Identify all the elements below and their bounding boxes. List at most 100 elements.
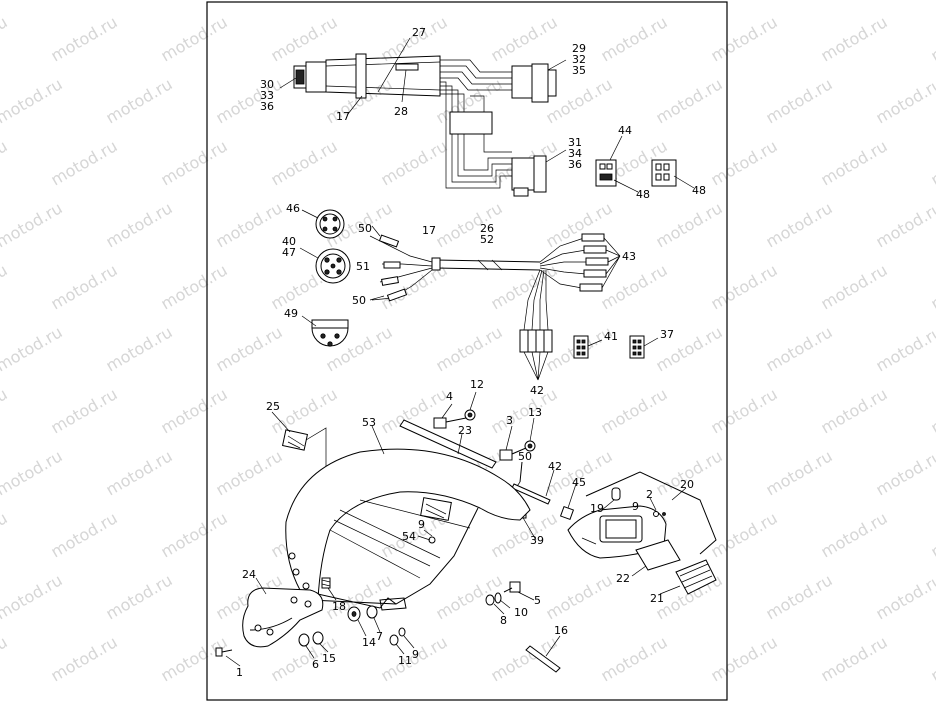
- callout-35: 35: [572, 64, 586, 77]
- callout-4: 4: [446, 390, 453, 403]
- terminal-block-37: [629, 335, 659, 359]
- watermark-text: motod.ru: [598, 384, 671, 437]
- callout-41: 41: [604, 330, 618, 343]
- watermark-text: motod.ru: [928, 12, 936, 65]
- watermark-text: motod.ru: [763, 0, 836, 3]
- watermark-layer: motod.ru motod.ru motod.ru motod.ru motod.ru…: [0, 0, 936, 685]
- watermark-text: motod.ru: [433, 322, 506, 375]
- bolt-3: [499, 425, 527, 461]
- watermark-text: motod.ru: [103, 322, 176, 375]
- nut-6: [298, 633, 315, 659]
- watermark-text: motod.ru: [103, 198, 176, 251]
- callout-10: 10: [514, 606, 528, 619]
- callout-50b: 50: [352, 294, 366, 307]
- washer-9c: [398, 627, 415, 649]
- lamp-19: [601, 487, 621, 511]
- watermark-text: motod.ru: [158, 12, 231, 65]
- callout-21: 21: [650, 592, 664, 605]
- callout-48a: 48: [636, 188, 650, 201]
- watermark-text: motod.ru: [873, 74, 936, 127]
- callout-28: 28: [394, 105, 408, 118]
- watermark-text: motod.ru: [818, 508, 891, 561]
- sub-harness: [369, 225, 621, 381]
- callout-54: 54: [402, 530, 416, 543]
- watermark-text: motod.ru: [0, 198, 66, 251]
- watermark-text: motod.ru: [543, 570, 616, 623]
- watermark-text: motod.ru: [48, 12, 121, 65]
- watermark-text: motod.ru: [0, 260, 11, 313]
- watermark-text: motod.ru: [213, 446, 286, 499]
- callout-39: 39: [530, 534, 544, 547]
- callout-16: 16: [554, 624, 568, 637]
- round-connector-49: [301, 315, 349, 347]
- callout-24: 24: [242, 568, 256, 581]
- watermark-text: motod.ru: [158, 136, 231, 189]
- callout-50c: 50: [518, 450, 532, 463]
- callout-48b: 48: [692, 184, 706, 197]
- callout-29: 29: [572, 42, 586, 55]
- bolt-4: [433, 403, 467, 429]
- callout-labels: 27 29 32 35 30 33 36 17 28 31 34 36 44 4…: [236, 26, 706, 679]
- watermark-text: motod.ru: [488, 632, 561, 685]
- nut-12: [464, 391, 477, 421]
- watermark-text: motod.ru: [268, 136, 341, 189]
- callout-20: 20: [680, 478, 694, 491]
- callout-25: 25: [266, 400, 280, 413]
- watermark-text: motod.ru: [818, 260, 891, 313]
- callout-26: 26: [480, 222, 494, 235]
- watermark-text: motod.ru: [873, 446, 936, 499]
- watermark-text: motod.ru: [268, 12, 341, 65]
- callout-9c: 9: [412, 648, 419, 661]
- watermark-text: motod.ru: [103, 446, 176, 499]
- watermark-text: motod.ru: [818, 136, 891, 189]
- callout-7: 7: [376, 630, 383, 643]
- callout-9b: 9: [418, 518, 425, 531]
- callout-36a: 36: [260, 100, 274, 113]
- diagram-frame: [206, 1, 728, 701]
- round-connector-40: [299, 247, 351, 284]
- watermark-text: motod.ru: [0, 632, 11, 685]
- watermark-text: motod.ru: [818, 632, 891, 685]
- lens-22: [631, 539, 681, 577]
- callout-49: 49: [284, 307, 298, 320]
- callout-17a: 17: [336, 110, 350, 123]
- watermark-text: motod.ru: [158, 384, 231, 437]
- watermark-text: motod.ru: [653, 198, 726, 251]
- watermark-text: motod.ru: [818, 384, 891, 437]
- screw-2: [649, 497, 666, 517]
- callout-31: 31: [568, 136, 582, 149]
- watermark-text: motod.ru: [928, 508, 936, 561]
- bolt-1: [215, 647, 241, 667]
- watermark-text: motod.ru: [48, 632, 121, 685]
- watermark-text: motod.ru: [928, 136, 936, 189]
- watermark-text: motod.ru: [0, 322, 66, 375]
- watermark-text: motod.ru: [708, 508, 781, 561]
- watermark-text: motod.ru: [213, 198, 286, 251]
- watermark-text: motod.ru: [213, 74, 286, 127]
- strap-16: [525, 635, 561, 673]
- spring-18: [321, 577, 337, 601]
- callout-18: 18: [332, 600, 346, 613]
- callout-32: 32: [572, 53, 586, 66]
- callout-34: 34: [568, 147, 582, 160]
- watermark-text: motod.ru: [0, 0, 66, 3]
- terminal-block-41: [573, 335, 603, 359]
- callout-12: 12: [470, 378, 484, 391]
- watermark-text: motod.ru: [103, 74, 176, 127]
- callout-11: 11: [398, 654, 412, 667]
- watermark-text: motod.ru: [598, 12, 671, 65]
- watermark-text: motod.ru: [598, 632, 671, 685]
- callout-45: 45: [572, 476, 586, 489]
- watermark-text: motod.ru: [818, 12, 891, 65]
- watermark-text: motod.ru: [433, 198, 506, 251]
- callout-15: 15: [322, 652, 336, 665]
- callout-44: 44: [618, 124, 632, 137]
- watermark-text: motod.ru: [653, 446, 726, 499]
- watermark-text: motod.ru: [103, 0, 176, 3]
- watermark-text: motod.ru: [928, 632, 936, 685]
- watermark-text: motod.ru: [873, 570, 936, 623]
- watermark-text: motod.ru: [873, 198, 936, 251]
- callout-5: 5: [534, 594, 541, 607]
- watermark-text: motod.ru: [213, 322, 286, 375]
